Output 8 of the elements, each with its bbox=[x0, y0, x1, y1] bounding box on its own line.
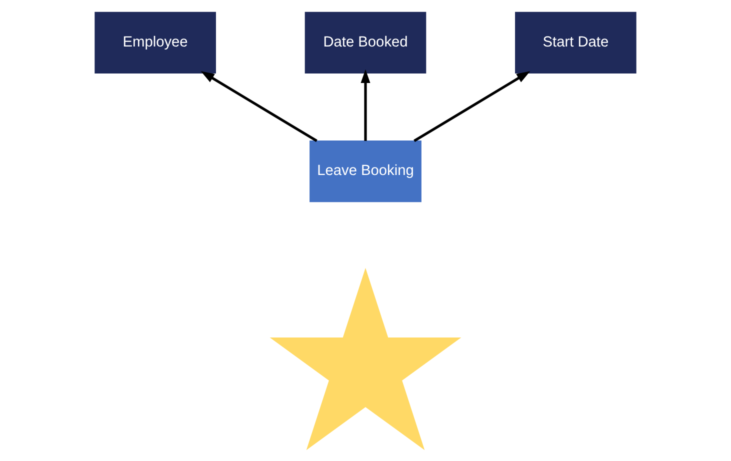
arrow bbox=[360, 69, 370, 141]
node-box: Start Date bbox=[515, 12, 636, 74]
arrow bbox=[414, 71, 530, 142]
node-box: Leave Booking bbox=[310, 140, 422, 202]
node-box: Date Booked bbox=[304, 12, 426, 74]
arrow bbox=[200, 71, 318, 142]
node-box: Employee bbox=[94, 12, 216, 74]
node-star bbox=[270, 268, 462, 450]
